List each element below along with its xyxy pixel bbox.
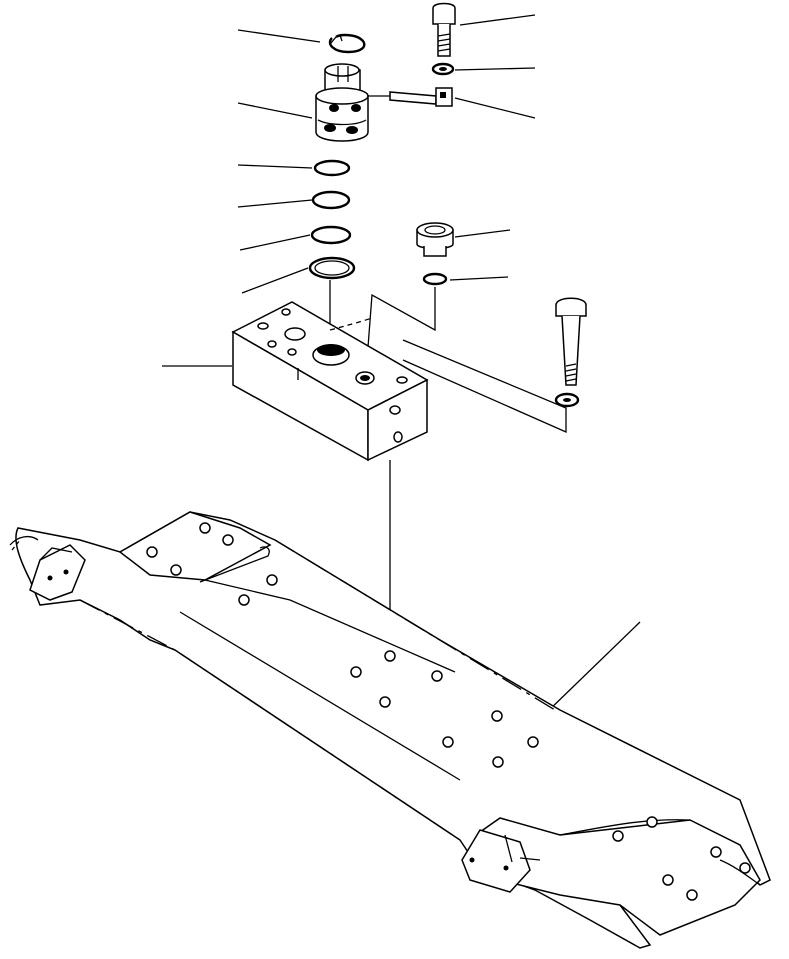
mounting-bolt bbox=[555, 297, 587, 386]
leader-plug-o-ring bbox=[449, 276, 509, 281]
mounting-washer bbox=[554, 392, 580, 408]
leader-snap-ring bbox=[237, 29, 321, 43]
pin bbox=[368, 87, 453, 107]
leader-o-ring-1 bbox=[237, 164, 313, 169]
leader-o-ring-3 bbox=[239, 234, 311, 251]
leader-o-ring-2 bbox=[237, 199, 313, 208]
leader-washer bbox=[454, 67, 536, 71]
axle-housing bbox=[9, 511, 771, 949]
leader-pin bbox=[454, 97, 536, 119]
leader-cap-screw bbox=[459, 14, 536, 26]
valve-block bbox=[231, 301, 429, 462]
leader-axle-housing bbox=[544, 621, 641, 715]
o-ring-3 bbox=[310, 225, 352, 245]
leader-lines bbox=[162, 14, 641, 715]
leader-plug bbox=[454, 229, 511, 238]
valve-spool bbox=[315, 63, 369, 142]
cap-screw bbox=[432, 2, 456, 57]
o-ring-2 bbox=[311, 190, 351, 210]
o-ring-1 bbox=[313, 159, 351, 177]
washer bbox=[431, 62, 455, 76]
backup-ring bbox=[308, 256, 356, 280]
plug bbox=[416, 222, 454, 257]
leader-backup-ring bbox=[241, 267, 309, 294]
plug-o-ring bbox=[422, 272, 448, 286]
snap-ring bbox=[328, 33, 366, 54]
leader-valve-spool bbox=[237, 102, 313, 119]
